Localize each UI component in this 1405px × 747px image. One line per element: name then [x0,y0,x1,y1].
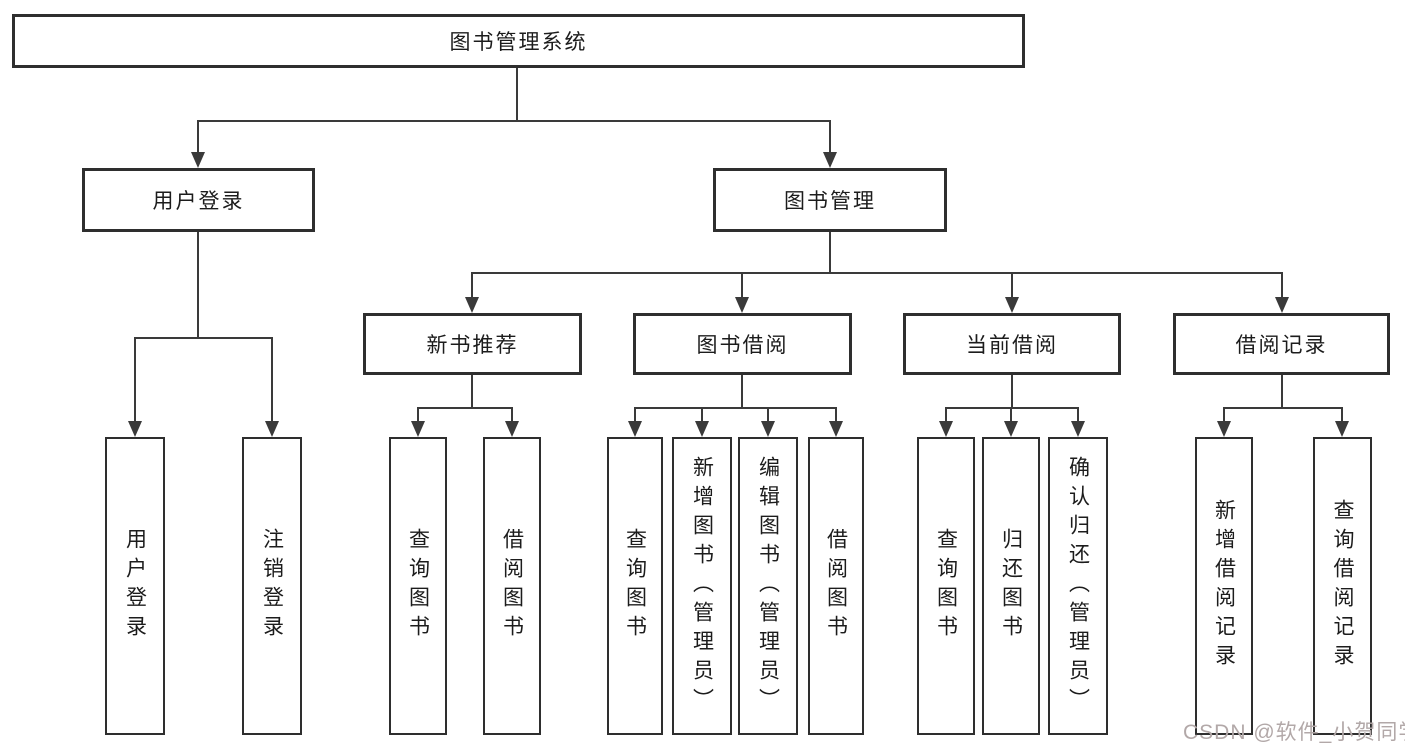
connector-leaf-stem [634,407,636,421]
arrowhead-icon [761,421,775,437]
connector-borrow-records-stem [1281,375,1283,407]
connector-leaf-stem [835,407,837,421]
leaf-confirm-return-admin: 确认归还（管理员） [1048,437,1108,735]
arrowhead-icon [1335,421,1349,437]
connector-book-borrow-rail [634,407,837,409]
leaf-return-book: 归还图书 [982,437,1040,735]
arrowhead-icon [1275,297,1289,313]
leaf-query-book-current: 查询图书 [917,437,975,735]
connector-book-borrow-stem [741,375,743,407]
arrowhead-icon [735,297,749,313]
leaf-user-login: 用户登录 [105,437,165,735]
leaf-logout: 注销登录 [242,437,302,735]
arrowhead-icon [939,421,953,437]
leaf-query-borrow-record: 查询借阅记录 [1313,437,1372,735]
node-root: 图书管理系统 [12,14,1025,68]
leaf-add-borrow-record: 新增借阅记录 [1195,437,1253,735]
connector-root-stem [516,68,518,120]
node-current-borrow: 当前借阅 [903,313,1121,375]
arrowhead-icon [191,152,205,168]
leaf-query-book-recommend: 查询图书 [389,437,447,735]
connector-new-book-rail [417,407,513,409]
connector-leaf-stem [1010,407,1012,421]
connector-to-borrow-records [1281,272,1283,297]
arrowhead-icon [1071,421,1085,437]
arrowhead-icon [823,152,837,168]
leaf-borrow-book-recommend: 借阅图书 [483,437,541,735]
connector-to-leaf-logout [271,337,273,421]
node-new-book-recommend: 新书推荐 [363,313,582,375]
leaf-add-book-admin: 新增图书（管理员） [672,437,732,735]
leaf-edit-book-admin: 编辑图书（管理员） [738,437,798,735]
arrowhead-icon [265,421,279,437]
connector-leaf-stem [1223,407,1225,421]
arrowhead-icon [1004,421,1018,437]
connector-leaf-stem [701,407,703,421]
watermark: CSDN @软件_小贺同学 [1183,721,1405,744]
connector-current-borrow-stem [1011,375,1013,407]
connector-leaf-stem [417,407,419,421]
leaf-query-book-borrow: 查询图书 [607,437,663,735]
arrowhead-icon [128,421,142,437]
connector-user-login-stem [197,232,199,337]
connector-book-management-stem [829,232,831,272]
connector-user-login-rail [134,337,273,339]
connector-current-borrow-rail [945,407,1079,409]
connector-root-rail [197,120,831,122]
arrowhead-icon [695,421,709,437]
connector-new-book-stem [471,375,473,407]
connector-borrow-records-rail [1223,407,1343,409]
node-user-login: 用户登录 [82,168,315,232]
node-borrow-records: 借阅记录 [1173,313,1390,375]
connector-leaf-stem [511,407,513,421]
leaf-borrow-book: 借阅图书 [808,437,864,735]
connector-to-user-login [197,120,199,152]
connector-to-book-management [829,120,831,152]
arrowhead-icon [829,421,843,437]
connector-leaf-stem [945,407,947,421]
arrowhead-icon [505,421,519,437]
arrowhead-icon [1217,421,1231,437]
connector-to-new-book-recommend [471,272,473,297]
arrowhead-icon [1005,297,1019,313]
arrowhead-icon [411,421,425,437]
connector-leaf-stem [1077,407,1079,421]
connector-leaf-stem [767,407,769,421]
arrowhead-icon [628,421,642,437]
connector-to-book-borrow [741,272,743,297]
node-book-management: 图书管理 [713,168,947,232]
connector-book-management-rail [471,272,1283,274]
node-book-borrow: 图书借阅 [633,313,852,375]
connector-leaf-stem [1341,407,1343,421]
arrowhead-icon [465,297,479,313]
connector-to-current-borrow [1011,272,1013,297]
connector-to-leaf-user-login [134,337,136,421]
